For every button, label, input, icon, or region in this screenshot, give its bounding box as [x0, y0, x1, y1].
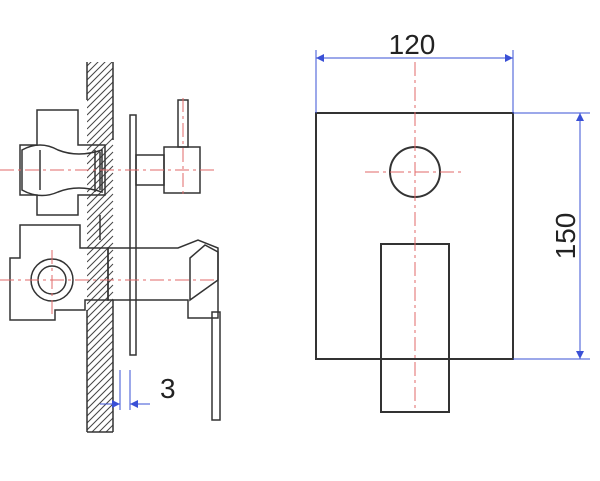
diverter-knob-side — [135, 99, 201, 194]
hatch-line — [87, 109, 114, 137]
hatch-line — [87, 326, 114, 354]
hatch-line — [87, 186, 114, 214]
hatch-line — [87, 305, 114, 333]
hatch-line — [87, 291, 114, 319]
hatch-line — [87, 453, 113, 479]
hatch-line — [87, 284, 114, 312]
hatch-line — [87, 263, 114, 291]
front-view: 120 150 — [315, 29, 590, 413]
hatch-line — [87, 62, 113, 88]
hatch-line — [112, 431, 113, 432]
hatch-line — [87, 116, 114, 144]
hatch-line — [87, 123, 114, 151]
front-centerlines — [365, 62, 462, 412]
wall-hatching — [87, 62, 114, 479]
hatch-line — [87, 403, 114, 431]
wall-gap-dimension: 3 — [100, 370, 176, 410]
side-centerlines — [0, 98, 215, 315]
hatch-line — [87, 361, 114, 389]
hatch-line — [87, 88, 114, 116]
hatch-line — [87, 62, 99, 74]
diverter-body — [19, 109, 106, 216]
hatch-line — [105, 424, 114, 432]
wall-gap-label: 3 — [160, 373, 176, 404]
hatch-line — [87, 228, 114, 256]
hatch-line — [87, 242, 114, 270]
hatch-line — [98, 417, 114, 432]
hatch-line — [87, 200, 114, 228]
hatch-line — [87, 62, 92, 67]
hatch-line — [87, 333, 114, 361]
hatch-line — [87, 95, 114, 123]
hatch-line — [87, 62, 106, 81]
hatch-line — [87, 256, 114, 284]
hatch-line — [87, 354, 114, 382]
height-dimension: 150 — [513, 112, 590, 360]
hatch-line — [87, 446, 113, 472]
hatch-line — [87, 375, 114, 403]
hatch-line — [87, 270, 114, 298]
hatch-line — [87, 235, 114, 263]
hatch-line — [87, 67, 114, 95]
hatch-line — [87, 102, 114, 130]
hatch-line — [87, 382, 114, 410]
hatch-line — [87, 193, 114, 221]
hatch-line — [87, 179, 114, 207]
wall-section — [86, 62, 114, 479]
hatch-line — [91, 410, 114, 432]
lever-handle-side — [107, 239, 221, 421]
hatch-line — [87, 439, 113, 465]
hatch-line — [87, 347, 114, 375]
hatch-line — [87, 312, 114, 340]
width-label: 120 — [389, 29, 436, 60]
hatch-line — [87, 396, 114, 424]
cover-plate-side — [129, 114, 137, 356]
hatch-line — [87, 340, 114, 368]
hatch-line — [87, 389, 114, 417]
hatch-line — [87, 81, 114, 109]
side-view: 3 — [0, 62, 221, 479]
height-label: 150 — [550, 213, 581, 260]
width-dimension: 120 — [315, 29, 514, 113]
hatch-line — [87, 249, 114, 277]
hatch-line — [87, 298, 114, 326]
hatch-line — [87, 368, 114, 396]
hatch-line — [87, 319, 114, 347]
hatch-line — [87, 74, 114, 102]
